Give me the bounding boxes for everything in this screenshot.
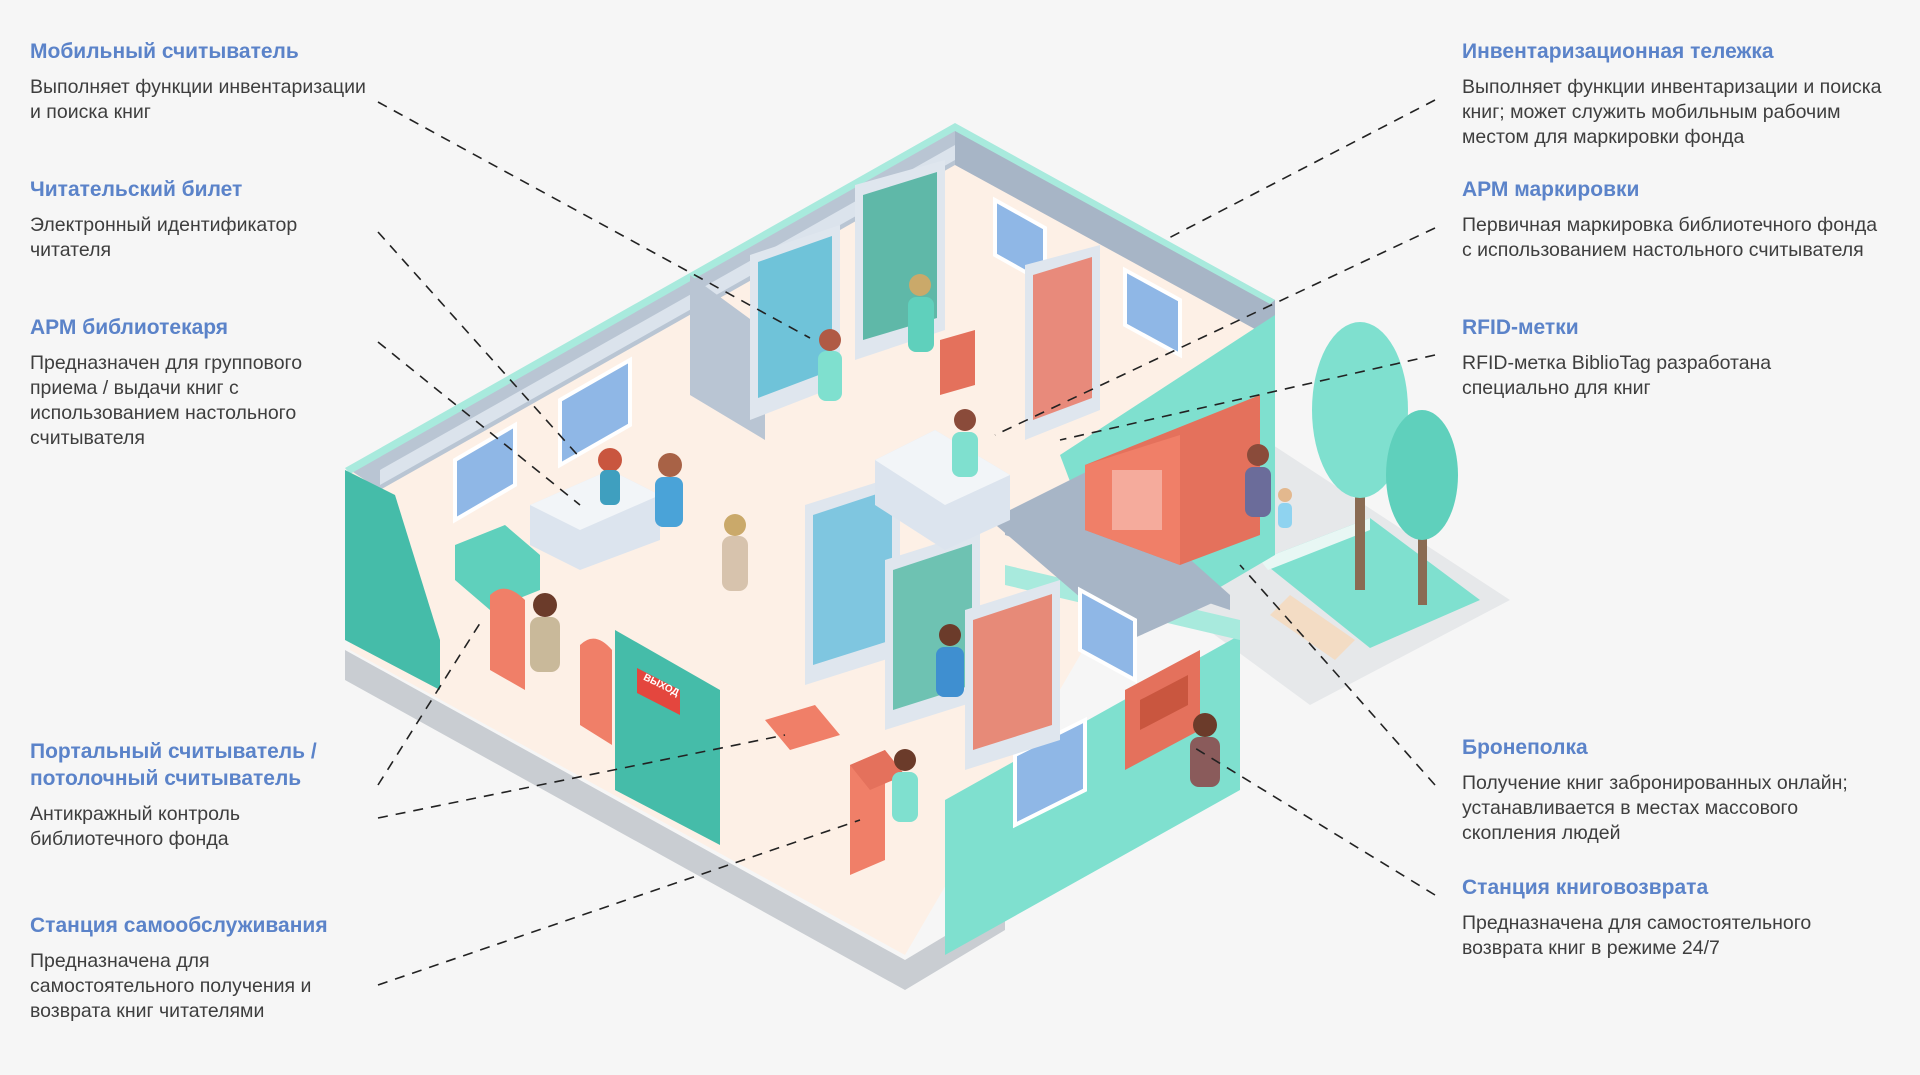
label-reservation-shelf: Бронеполка Получение книг забронированны… [1462,734,1912,846]
label-title: Станция самообслуживания [30,914,328,937]
label-title: АРМ маркировки [1462,178,1640,201]
back-wall-right [955,125,1275,340]
leader-self-service [377,819,861,986]
trees [1312,322,1458,605]
sofa [455,525,540,610]
label-self-service: Станция самообслуживания Предназначена д… [30,912,430,1024]
portal-gates [490,588,612,745]
label-title: Читательский билет [30,178,243,201]
label-desc: RFID-метка BiblioTag разработана специал… [1462,352,1772,399]
reservation-lockers [1085,395,1260,565]
leader-portal-bottom [377,734,786,819]
leader-reservation-shelf [1239,564,1436,786]
label-title: Мобильный считыватель [30,40,299,63]
label-reader-card: Читательский билет Электронный идентифик… [30,176,430,263]
exit-sign [637,668,680,715]
label-desc: Получение книг забронированных онлайн; у… [1462,772,1848,844]
leader-portal-top [377,619,483,786]
label-marking-ws: АРМ маркировки Первичная маркировка библ… [1462,176,1912,263]
label-mobile-reader: Мобильный считыватель Выполняет функции … [30,38,430,125]
label-librarian-ws: АРМ библиотекаря Предназначен для группо… [30,314,430,451]
self-service-kiosk [850,750,905,875]
label-desc: Электронный идентификатор читателя [30,214,298,261]
partition-left [690,275,765,440]
label-rfid-tags: RFID-метки RFID-метка BiblioTag разработ… [1462,314,1912,401]
outer-wall-left [345,470,440,690]
leader-return-station [1189,744,1436,896]
book-return-station [1125,650,1200,770]
librarian-desk [530,470,660,570]
label-desc: Выполняет функции инвентаризации и поиск… [1462,76,1882,148]
leader-inventory-cart [1164,99,1436,241]
leader-reader-card [377,231,583,461]
bench [1270,595,1355,660]
label-inventory-cart: Инвентаризационная тележка Выполняет фун… [1462,38,1912,150]
label-title: Бронеполка [1462,736,1588,759]
label-title: RFID-метки [1462,316,1579,339]
inventory-cart [940,330,975,395]
label-desc: Предназначена для самостоятельного возвр… [1462,912,1812,959]
label-title: Портальный считыватель / потолочный счит… [30,740,317,790]
label-title: Станция книговозврата [1462,876,1709,899]
label-desc: Выполняет функции инвентаризации и поиск… [30,76,366,123]
label-desc: Предназначен для группового приема / выд… [30,352,303,449]
leader-marking-ws [994,227,1436,436]
label-portal-reader: Портальный считыватель / потолочный счит… [30,738,430,852]
people [530,274,1292,822]
label-desc: Антикражный контроль библиотечного фонда [30,803,241,850]
label-desc: Первичная маркировка библиотечного фонда… [1462,214,1878,261]
partition-right [990,470,1230,640]
label-return-station: Станция книговозврата Предназначена для … [1462,874,1912,961]
base-slab [345,650,1005,990]
label-title: Инвентаризационная тележка [1462,40,1774,63]
label-desc: Предназначена для самостоятельного получ… [30,950,312,1022]
bookshelves [750,160,1100,770]
label-title: АРМ библиотекаря [30,316,229,339]
entrance-mat [765,705,840,750]
leader-mobile-reader [377,101,811,339]
leader-lines [377,99,1436,986]
leader-librarian-ws [377,341,581,506]
